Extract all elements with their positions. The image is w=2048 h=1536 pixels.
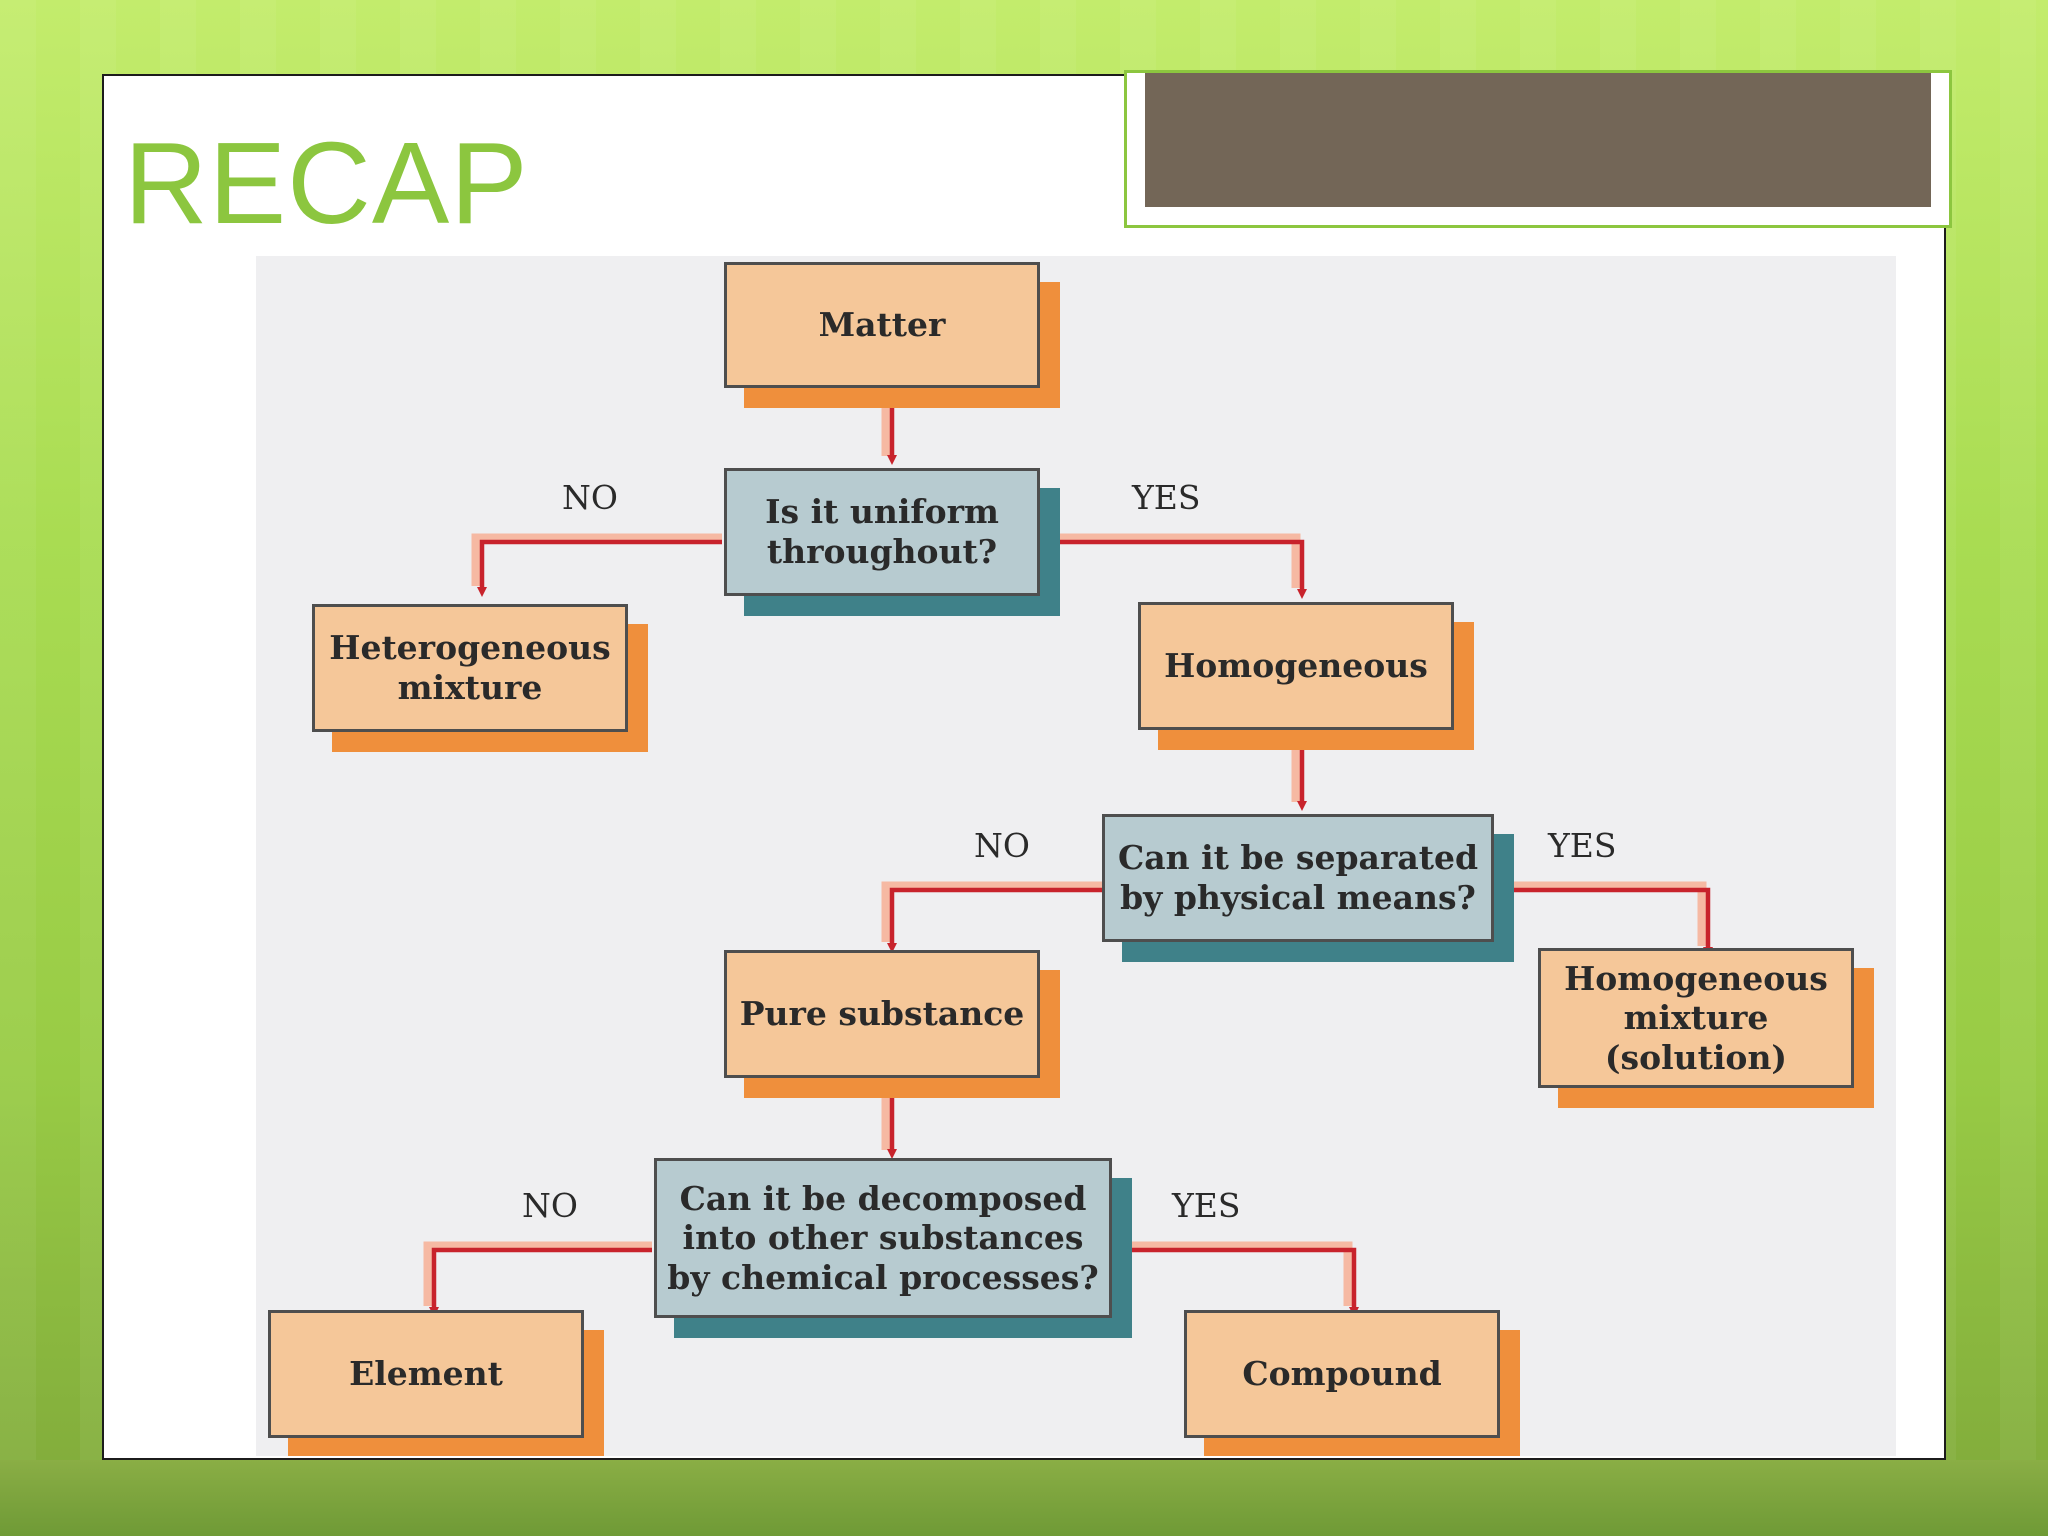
branch-label-uniform-yes: YES [1132, 478, 1201, 517]
node-uniform-question: Is it uniform throughout? [724, 468, 1040, 596]
connector-uniform-yes [1044, 539, 1307, 599]
connector-separation-yes [1496, 887, 1713, 957]
connector-decompose-no [429, 1247, 652, 1317]
flowchart-connectors [423, 386, 1713, 1317]
connector-shadows [423, 386, 1707, 1306]
background-bottom-band [0, 1460, 2048, 1536]
slide-title: RECAP [124, 118, 529, 248]
node-homogeneous-mixture-solution: Homogeneous mixture (solution) [1538, 948, 1854, 1088]
node-homogeneous: Homogeneous [1138, 602, 1454, 730]
node-pure-substance: Pure substance [724, 950, 1040, 1078]
node-decompose-question: Can it be decomposed into other substanc… [654, 1158, 1112, 1318]
connector-separation-no [887, 887, 1102, 953]
connector-uniform-no [477, 539, 722, 597]
branch-label-uniform-no: NO [562, 478, 618, 517]
photo-placeholder [1145, 73, 1931, 207]
node-separation-question: Can it be separated by physical means? [1102, 814, 1494, 942]
branch-label-decompose-yes: YES [1172, 1186, 1241, 1225]
connector-decompose-yes [1114, 1247, 1359, 1317]
node-compound: Compound [1184, 1310, 1500, 1438]
connector-lines [429, 390, 1713, 1317]
node-heterogeneous-mixture: Heterogeneous mixture [312, 604, 628, 732]
branch-label-decompose-no: NO [522, 1186, 578, 1225]
photo-frame [1124, 70, 1952, 228]
flowchart-panel: Matter Is it uniform throughout? NO YES … [256, 256, 1896, 1456]
branch-label-separation-no: NO [974, 826, 1030, 865]
branch-label-separation-yes: YES [1548, 826, 1617, 865]
node-element: Element [268, 1310, 584, 1438]
node-matter: Matter [724, 262, 1040, 388]
